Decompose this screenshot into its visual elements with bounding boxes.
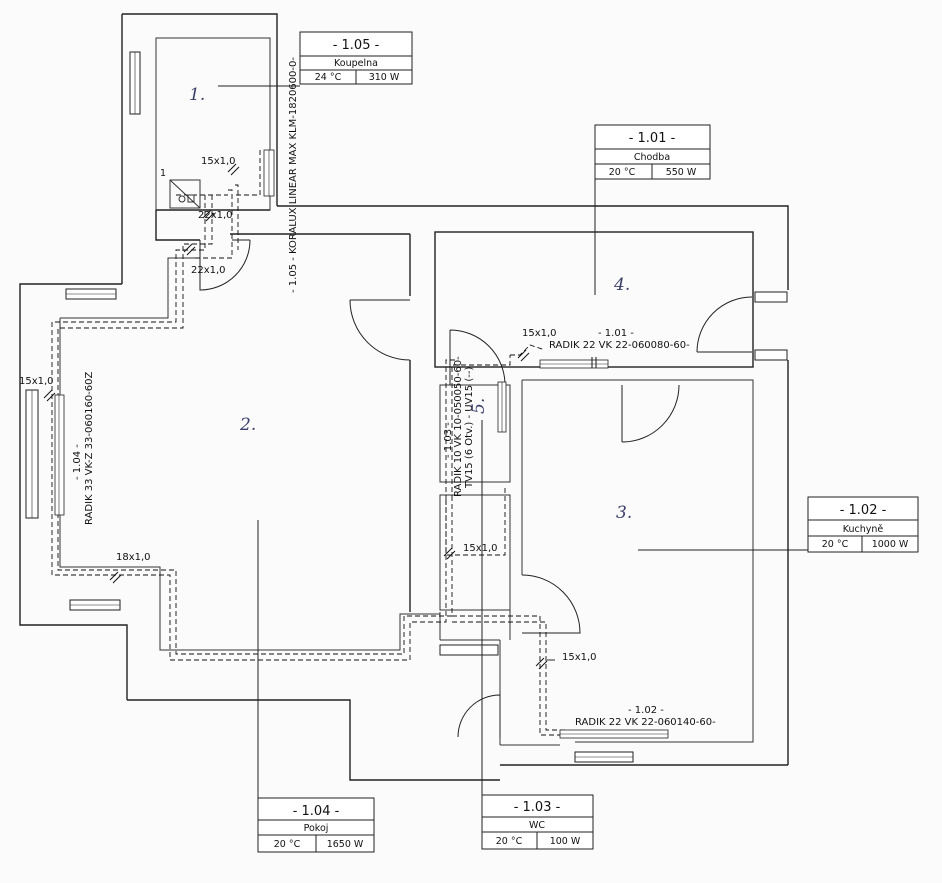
pipe-labels: 15x1,0 22x1,0 22x1,0 15x1,0 15x1,0 18x1,… bbox=[19, 156, 597, 663]
pipe-label: 18x1,0 bbox=[116, 552, 151, 563]
tag-power: 550 W bbox=[666, 167, 697, 178]
radiators: 1 bbox=[54, 149, 669, 739]
bath-fixture bbox=[169, 179, 201, 209]
radiator-labels: - 1.05 - KORALUX LINEAR MAX KLM-1820600-… bbox=[72, 57, 716, 728]
walls bbox=[19, 13, 789, 781]
pipe-label: 15x1,0 bbox=[562, 652, 597, 663]
pipe-label: 15x1,0 bbox=[463, 543, 498, 554]
room-number-2: 2. bbox=[239, 415, 256, 435]
tag-id: - 1.04 - bbox=[293, 804, 340, 819]
leader-lines bbox=[218, 85, 808, 798]
tag-name: Kuchyně bbox=[843, 524, 884, 535]
room-tag-koupelna: - 1.05 - Koupelna 24 °C 310 W bbox=[299, 31, 413, 85]
tag-id: - 1.05 - bbox=[333, 38, 380, 53]
pipe-label: 22x1,0 bbox=[198, 210, 233, 221]
tag-power: 310 W bbox=[369, 72, 400, 83]
doors bbox=[199, 239, 753, 738]
pipe-label: 15x1,0 bbox=[522, 328, 557, 339]
heating-pipes bbox=[51, 150, 565, 736]
tag-id: - 1.01 - bbox=[629, 131, 676, 146]
tag-power: 1650 W bbox=[327, 839, 364, 850]
pipe-ticks bbox=[43, 163, 597, 670]
room-tag-chodba: - 1.01 - Chodba 20 °C 550 W bbox=[594, 124, 711, 180]
radiator-wc-id: - 1.03 - bbox=[443, 422, 454, 458]
radiator-wc-type: RADIK 10 VK 10-050050-60- bbox=[453, 356, 464, 497]
wc-marker: 1 bbox=[160, 168, 166, 179]
pipe-label: 15x1,0 bbox=[19, 376, 54, 387]
radiator-kitchen-id: - 1.02 - bbox=[628, 705, 664, 716]
room-tag-pokoj: - 1.04 - Pokoj 20 °C 1650 W bbox=[257, 797, 375, 853]
room-tag-kuchyne: - 1.02 - Kuchyně 20 °C 1000 W bbox=[807, 496, 919, 553]
room-number-5: 5. bbox=[469, 398, 489, 414]
tag-temp: 20 °C bbox=[609, 167, 636, 178]
pipe-label: 15x1,0 bbox=[201, 156, 236, 167]
tag-name: Pokoj bbox=[304, 823, 329, 834]
room-number-4: 4. bbox=[613, 275, 630, 295]
radiator-hall-id: - 1.01 - bbox=[598, 328, 634, 339]
pipe-label: 22x1,0 bbox=[191, 265, 226, 276]
radiator-room bbox=[54, 394, 65, 516]
tag-name: WC bbox=[529, 820, 545, 831]
room-number-1: 1. bbox=[189, 85, 205, 105]
radiator-room-type: RADIK 33 VK-Z 33-060160-60Z bbox=[84, 372, 95, 525]
tag-id: - 1.02 - bbox=[840, 503, 887, 518]
tag-power: 1000 W bbox=[872, 539, 909, 550]
room-number-3: 3. bbox=[616, 503, 632, 523]
radiator-hall-type: RADIK 22 VK 22-060080-60- bbox=[549, 340, 690, 351]
tag-temp: 20 °C bbox=[274, 839, 301, 850]
room-numbers: 1. 2. 3. 4. 5. bbox=[189, 85, 632, 523]
tag-temp: 20 °C bbox=[822, 539, 849, 550]
tag-temp: 24 °C bbox=[315, 72, 342, 83]
radiator-kitchen-type: RADIK 22 VK 22-060140-60- bbox=[575, 717, 716, 728]
radiator-room-id: - 1.04 - bbox=[72, 444, 83, 480]
tag-name: Koupelna bbox=[334, 58, 378, 69]
windows bbox=[25, 51, 788, 763]
tag-temp: 20 °C bbox=[496, 836, 523, 847]
tag-id: - 1.03 - bbox=[514, 800, 561, 815]
tag-name: Chodba bbox=[634, 152, 670, 163]
tag-power: 100 W bbox=[550, 836, 581, 847]
room-tag-wc: - 1.03 - WC 20 °C 100 W bbox=[481, 794, 594, 850]
radiator-wc-valve: TV15 (6 Otv.) - UV15 (--) bbox=[464, 367, 475, 489]
radiator-bath-label: - 1.05 - KORALUX LINEAR MAX KLM-1820600-… bbox=[288, 57, 299, 293]
